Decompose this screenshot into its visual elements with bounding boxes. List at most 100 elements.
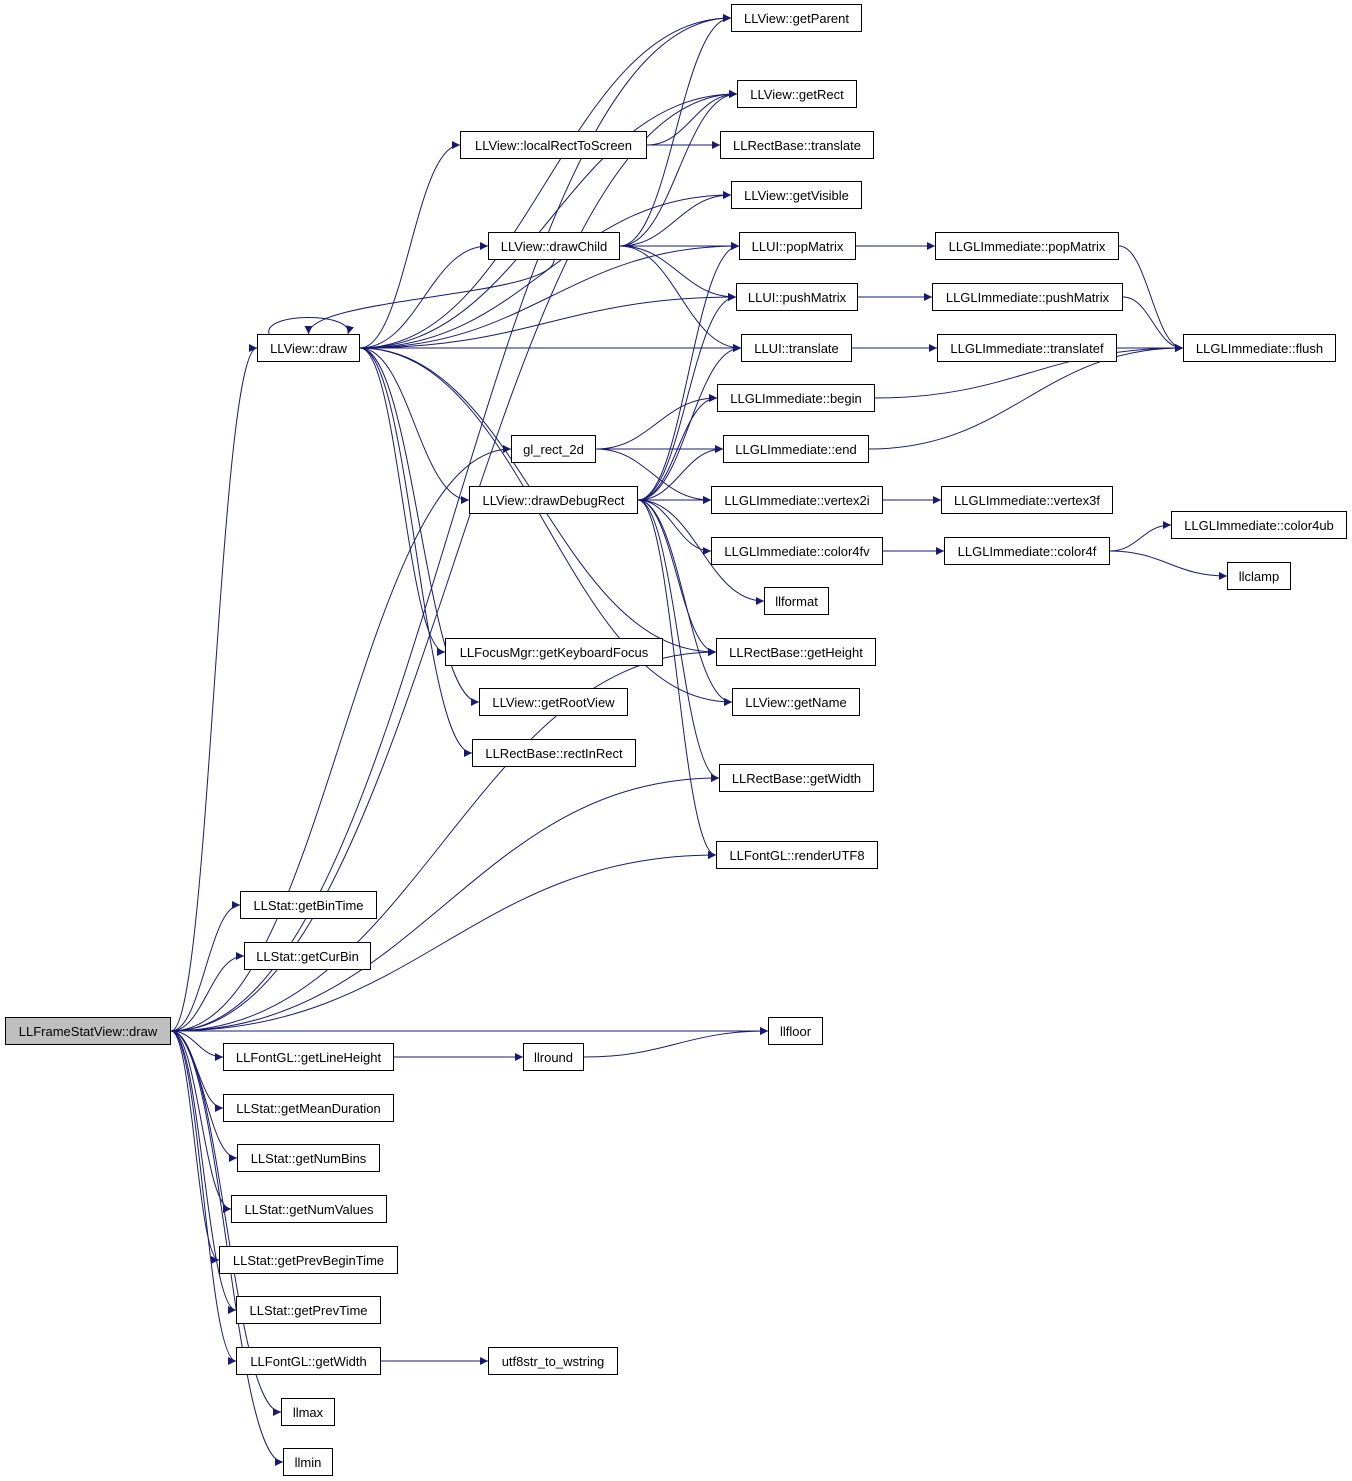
node-gli-end[interactable]: LLGLImmediate::end: [723, 435, 869, 463]
edge-view-localRectToScreen-to-view-getRect: [646, 90, 738, 146]
node-llmax[interactable]: llmax: [281, 1398, 335, 1426]
node-gli-begin[interactable]: LLGLImmediate::begin: [717, 384, 875, 412]
edge-gl-rect-2d-to-gli-vertex2i: [595, 448, 712, 504]
edge-view-drawDebugRect-to-rectbase-getWidth: [637, 499, 720, 782]
edge-frame-draw-to-font-getWidth: [170, 1030, 237, 1365]
node-llround[interactable]: llround: [523, 1043, 584, 1071]
edge-frame-draw-to-view-getParent: [170, 14, 732, 1032]
node-focus-getKeyboardFocus[interactable]: LLFocusMgr::getKeyboardFocus: [445, 638, 663, 666]
edge-view-draw-to-rectbase-rectInRect: [359, 347, 473, 757]
edge-frame-draw-to-rectbase-getWidth: [170, 774, 720, 1032]
edge-view-draw-to-view-localRectToScreen: [359, 141, 461, 349]
node-gli-flush[interactable]: LLGLImmediate::flush: [1183, 334, 1336, 362]
node-stat-getPrevTime[interactable]: LLStat::getPrevTime: [236, 1296, 381, 1324]
edge-view-drawChild-to-view-draw: [304, 259, 555, 335]
node-gli-pushMatrix[interactable]: LLGLImmediate::pushMatrix: [932, 283, 1123, 311]
node-stat-getCurBin[interactable]: LLStat::getCurBin: [244, 942, 371, 970]
node-font-getLineHeight[interactable]: LLFontGL::getLineHeight: [223, 1043, 394, 1071]
edge-view-draw-to-llui-popMatrix: [359, 242, 740, 349]
node-font-getWidth[interactable]: LLFontGL::getWidth: [236, 1347, 381, 1375]
edge-view-drawDebugRect-to-llformat: [637, 499, 765, 605]
node-gl-rect-2d[interactable]: gl_rect_2d: [511, 435, 596, 463]
node-view-getRootView[interactable]: LLView::getRootView: [479, 688, 628, 716]
node-view-drawChild[interactable]: LLView::drawChild: [488, 232, 620, 260]
node-gli-translatef[interactable]: LLGLImmediate::translatef: [937, 334, 1117, 362]
edge-view-draw-to-view-drawDebugRect: [359, 347, 470, 504]
node-view-localRectToScreen[interactable]: LLView::localRectToScreen: [460, 131, 647, 159]
node-gli-popMatrix[interactable]: LLGLImmediate::popMatrix: [935, 232, 1119, 260]
edge-view-draw-to-view-getRootView: [359, 347, 480, 706]
edge-view-draw-to-view-getRect: [359, 90, 738, 349]
edge-view-drawDebugRect-to-rectbase-getHeight: [637, 499, 717, 656]
node-font-renderUTF8[interactable]: LLFontGL::renderUTF8: [716, 841, 878, 869]
edge-view-drawChild-to-view-getParent: [619, 14, 732, 247]
edge-frame-draw-to-font-getLineHeight: [170, 1030, 224, 1061]
edge-view-draw-to-view-draw: [268, 317, 354, 335]
node-llui-translate[interactable]: LLUI::translate: [741, 334, 852, 362]
edge-view-draw-to-view-getParent: [359, 14, 732, 349]
edge-view-drawDebugRect-to-llui-pushMatrix: [637, 293, 737, 501]
node-rectbase-getWidth[interactable]: LLRectBase::getWidth: [719, 764, 874, 792]
node-llclamp[interactable]: llclamp: [1227, 562, 1291, 590]
edge-frame-draw-to-view-draw: [170, 344, 258, 1032]
node-llmin[interactable]: llmin: [283, 1448, 333, 1476]
edge-frame-draw-to-llmax: [170, 1030, 282, 1416]
edge-gli-popMatrix-to-gli-flush: [1118, 245, 1184, 352]
node-view-getRect[interactable]: LLView::getRect: [737, 80, 857, 108]
node-llui-popMatrix[interactable]: LLUI::popMatrix: [739, 232, 856, 260]
node-view-getName[interactable]: LLView::getName: [732, 688, 860, 716]
edge-view-drawChild-to-llui-pushMatrix: [619, 245, 737, 301]
edge-view-drawDebugRect-to-font-renderUTF8: [637, 499, 717, 859]
node-stat-getBinTime[interactable]: LLStat::getBinTime: [240, 891, 377, 919]
edge-view-draw-to-focus-getKeyboardFocus: [359, 347, 446, 656]
edge-gl-rect-2d-to-gli-begin: [595, 394, 718, 450]
edge-view-drawChild-to-llui-translate: [619, 245, 742, 352]
node-stat-getMeanDuration[interactable]: LLStat::getMeanDuration: [223, 1094, 394, 1122]
edge-view-draw-to-view-drawChild: [359, 242, 489, 349]
node-view-draw[interactable]: LLView::draw: [257, 334, 360, 362]
node-gli-vertex2i[interactable]: LLGLImmediate::vertex2i: [711, 486, 883, 514]
node-gli-color4ub[interactable]: LLGLImmediate::color4ub: [1171, 511, 1347, 539]
edge-view-draw-to-view-getName: [359, 347, 733, 706]
node-view-getParent[interactable]: LLView::getParent: [731, 4, 862, 32]
edge-view-drawDebugRect-to-gli-color4fv: [637, 499, 712, 555]
node-utf8str-to-wstring[interactable]: utf8str_to_wstring: [488, 1347, 618, 1375]
node-gli-color4fv[interactable]: LLGLImmediate::color4fv: [711, 537, 883, 565]
edge-frame-draw-to-stat-getPrevTime: [170, 1030, 237, 1314]
node-stat-getPrevBeginTime[interactable]: LLStat::getPrevBeginTime: [219, 1246, 398, 1274]
edge-view-draw-to-llui-pushMatrix: [359, 293, 737, 349]
edge-view-drawDebugRect-to-gli-end: [637, 445, 724, 501]
node-stat-getNumBins[interactable]: LLStat::getNumBins: [237, 1144, 380, 1172]
node-gli-vertex3f[interactable]: LLGLImmediate::vertex3f: [941, 486, 1113, 514]
edge-gli-pushMatrix-to-gli-flush: [1122, 296, 1184, 352]
node-stat-getNumValues[interactable]: LLStat::getNumValues: [231, 1195, 387, 1223]
node-view-getVisible[interactable]: LLView::getVisible: [731, 181, 862, 209]
node-rectbase-getHeight[interactable]: LLRectBase::getHeight: [716, 638, 876, 666]
node-llformat[interactable]: llformat: [764, 587, 829, 615]
edge-gli-end-to-gli-flush: [868, 344, 1184, 450]
edge-llround-to-llfloor: [583, 1027, 769, 1058]
edge-gli-color4f-to-gli-color4ub: [1109, 521, 1172, 552]
node-llfloor[interactable]: llfloor: [768, 1017, 823, 1045]
edge-gli-begin-to-gli-flush: [874, 344, 1184, 399]
edge-frame-draw-to-gl-rect-2d: [170, 445, 512, 1032]
edge-view-drawDebugRect-to-gli-begin: [637, 394, 718, 501]
edge-view-drawChild-to-view-getVisible: [619, 191, 732, 247]
node-gli-color4f[interactable]: LLGLImmediate::color4f: [944, 537, 1110, 565]
node-llui-pushMatrix[interactable]: LLUI::pushMatrix: [736, 283, 858, 311]
node-rectbase-translate[interactable]: LLRectBase::translate: [720, 131, 874, 159]
edge-frame-draw-to-stat-getCurBin: [170, 952, 245, 1032]
edge-frame-draw-to-stat-getBinTime: [170, 901, 241, 1032]
node-frame-draw[interactable]: LLFrameStatView::draw: [5, 1017, 171, 1045]
edge-view-drawChild-to-view-getRect: [619, 90, 738, 247]
edge-frame-draw-to-rectbase-getHeight: [170, 648, 717, 1032]
edge-frame-draw-to-font-renderUTF8: [170, 851, 717, 1032]
edge-frame-draw-to-stat-getNumValues: [170, 1030, 232, 1213]
edge-view-drawDebugRect-to-view-getName: [637, 499, 733, 706]
node-rectbase-rectInRect[interactable]: LLRectBase::rectInRect: [472, 739, 636, 767]
edge-gli-color4f-to-llclamp: [1109, 550, 1228, 580]
node-view-drawDebugRect[interactable]: LLView::drawDebugRect: [469, 486, 638, 514]
edge-frame-draw-to-stat-getPrevBeginTime: [170, 1030, 220, 1264]
